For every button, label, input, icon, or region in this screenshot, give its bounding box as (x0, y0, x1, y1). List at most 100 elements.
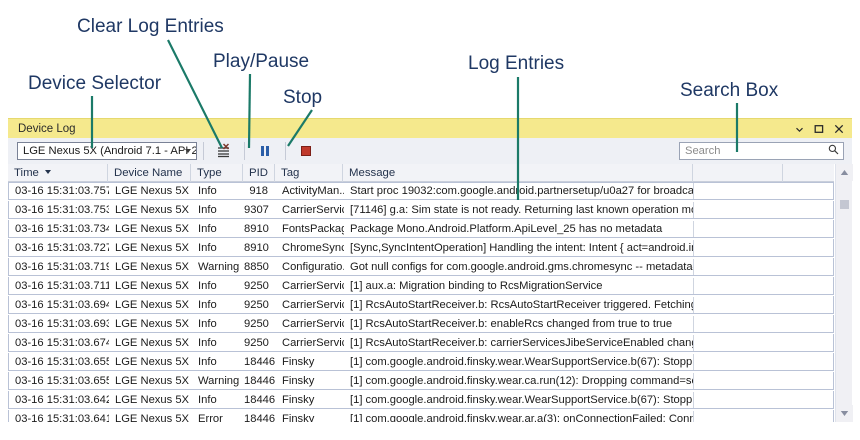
search-input[interactable]: Search (679, 142, 844, 160)
cell-time: 03-16 15:31:03.655 (15, 374, 109, 387)
cell-type: Info (198, 222, 217, 235)
cell-type: Warning (198, 374, 240, 387)
cell-message: [71146] g.a: Sim state is not ready. Ret… (344, 201, 694, 218)
cell-message: Package Mono.Android.Platform.ApiLevel_2… (344, 220, 694, 237)
cell-pid: 18446 (244, 355, 276, 368)
maximize-icon[interactable] (813, 123, 825, 135)
cell-tag: ChromeSync (282, 241, 344, 254)
cell-device-name: LGE Nexus 5X (115, 260, 189, 273)
table-row[interactable]: 03-16 15:31:03.734 LGE Nexus 5X Info 8910 Fo… (8, 220, 834, 238)
window-controls (793, 123, 845, 135)
table-row[interactable]: 03-16 15:31:03.719 LGE Nexus 5X Warning 885… (8, 258, 834, 276)
column-header-tag[interactable]: Tag (275, 164, 343, 182)
cell-time: 03-16 15:31:03.655 (15, 355, 109, 368)
table-header-row: Time Device Name Type PID Tag Message (8, 164, 834, 182)
scroll-down-arrow-icon[interactable] (836, 405, 853, 422)
cell-message: [1] RcsAutoStartReceiver.b: carrierServi… (344, 334, 694, 351)
cell-tag: CarrierServices (282, 336, 344, 349)
search-placeholder: Search (685, 145, 721, 157)
cell-device-name: LGE Nexus 5X (115, 298, 189, 311)
device-log-panel: Device Log LGE Nexus 5X (Android 7.1 - A… (8, 118, 853, 422)
play-pause-button[interactable] (254, 141, 276, 161)
vertical-scrollbar[interactable] (835, 164, 853, 422)
annotation-label-clear-log-entries: Clear Log Entries (77, 16, 224, 37)
cell-pid: 9250 (244, 317, 269, 330)
cell-time: 03-16 15:31:03.641 (15, 412, 109, 423)
column-header-time[interactable]: Time (8, 164, 108, 182)
cell-message: [1] com.google.android.finsky.wear.WearS… (344, 391, 694, 408)
annotation-label-search-box: Search Box (680, 80, 779, 101)
cell-message: [1] aux.a: Migration binding to RcsMigra… (344, 277, 694, 294)
cell-message: Got null configs for com.google.android.… (344, 258, 694, 275)
toolbar-divider (203, 142, 204, 160)
scroll-up-arrow-icon[interactable] (836, 164, 853, 181)
cell-pid: 9250 (244, 279, 269, 292)
cell-tag: CarrierServices (282, 279, 344, 292)
cell-time: 03-16 15:31:03.753 (15, 203, 109, 216)
column-header-filler-2 (783, 164, 834, 182)
device-selector-dropdown[interactable]: LGE Nexus 5X (Android 7.1 - API 25) (17, 142, 197, 160)
cell-type: Info (198, 393, 217, 406)
cell-pid: 9307 (244, 203, 269, 216)
column-header-time-label: Time (14, 166, 39, 179)
scrollbar-thumb[interactable] (840, 200, 849, 209)
cell-tag: Finsky (282, 355, 315, 368)
cell-time: 03-16 15:31:03.734 (15, 222, 109, 235)
toolbar-divider (285, 142, 286, 160)
cell-time: 03-16 15:31:03.711 (15, 279, 109, 292)
clear-log-entries-button[interactable] (213, 141, 235, 161)
annotation-label-stop: Stop (283, 87, 323, 108)
cell-device-name: LGE Nexus 5X (115, 203, 189, 216)
column-header-device-name[interactable]: Device Name (108, 164, 191, 182)
column-header-type[interactable]: Type (191, 164, 243, 182)
search-icon[interactable] (828, 142, 839, 160)
cell-time: 03-16 15:31:03.757 (15, 185, 109, 197)
cell-type: Error (198, 412, 223, 423)
annotation-label-log-entries: Log Entries (468, 53, 565, 74)
close-icon[interactable] (833, 123, 845, 135)
cell-message: Start proc 19032:com.google.android.part… (344, 183, 694, 199)
cell-time: 03-16 15:31:03.694 (15, 298, 109, 311)
column-header-message[interactable]: Message (343, 164, 693, 182)
cell-device-name: LGE Nexus 5X (115, 336, 189, 349)
cell-pid: 18446 (244, 374, 276, 387)
stop-button[interactable] (295, 141, 317, 161)
cell-pid: 918 (249, 185, 268, 197)
cell-message: [1] RcsAutoStartReceiver.b: enableRcs ch… (344, 315, 694, 332)
chevron-down-icon[interactable] (793, 123, 805, 135)
cell-tag: CarrierServices (282, 298, 344, 311)
cell-pid: 8910 (244, 222, 269, 235)
cell-type: Warning (198, 260, 240, 273)
cell-message: [1] com.google.android.finsky.wear.ca.ru… (344, 372, 694, 389)
column-header-pid[interactable]: PID (243, 164, 275, 182)
cell-pid: 18446 (244, 412, 276, 423)
cell-device-name: LGE Nexus 5X (115, 241, 189, 254)
cell-type: Info (198, 336, 217, 349)
stop-icon (301, 146, 311, 156)
cell-device-name: LGE Nexus 5X (115, 222, 189, 235)
cell-message: [1] RcsAutoStartReceiver.b: RcsAutoStart… (344, 296, 694, 313)
cell-pid: 8850 (244, 260, 269, 273)
cell-time: 03-16 15:31:03.642 (15, 393, 109, 406)
cell-type: Info (198, 298, 217, 311)
cell-tag: FontsPackag... (282, 222, 344, 235)
cell-device-name: LGE Nexus 5X (115, 317, 189, 330)
cell-time: 03-16 15:31:03.693 (15, 317, 109, 330)
cell-time: 03-16 15:31:03.719 (15, 260, 109, 273)
cell-tag: CarrierServices (282, 317, 344, 330)
cell-device-name: LGE Nexus 5X (115, 355, 189, 368)
cell-tag: Finsky (282, 393, 315, 406)
panel-title-bar: Device Log (8, 118, 852, 139)
cell-device-name: LGE Nexus 5X (115, 185, 189, 197)
